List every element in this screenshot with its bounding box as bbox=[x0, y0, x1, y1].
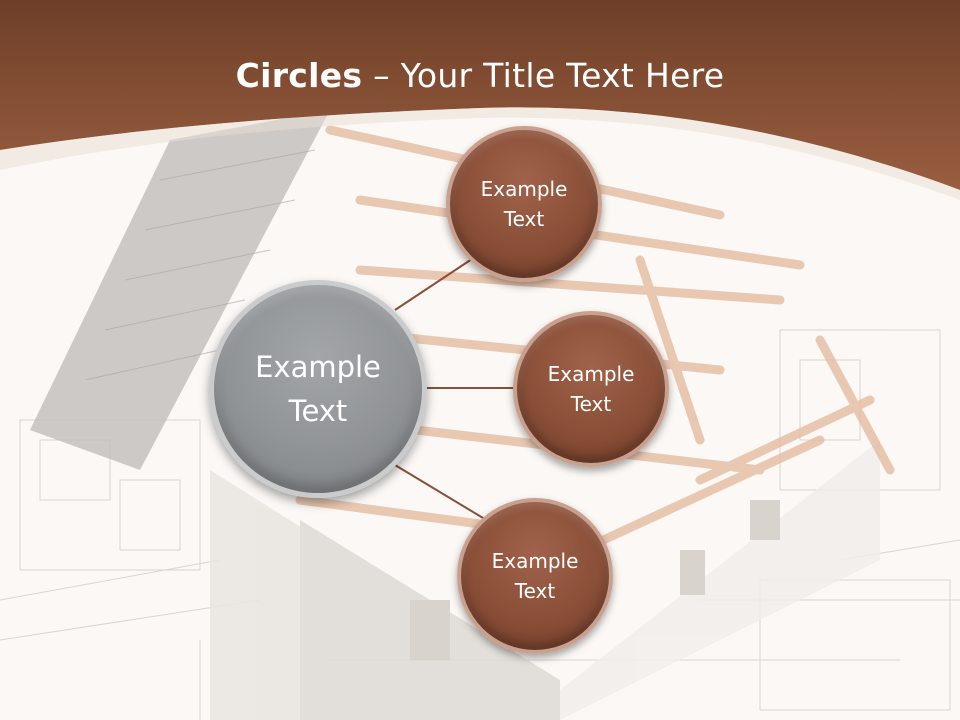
node-circle-top-label: Example Text bbox=[480, 177, 568, 231]
title-bold: Circles bbox=[235, 56, 363, 95]
node-circle-bottom-label: Example Text bbox=[491, 549, 579, 603]
node-circle-top[interactable]: Example Text bbox=[446, 126, 602, 282]
node-circle-middle-label: Example Text bbox=[547, 362, 635, 416]
slide-title: Circles – Your Title Text Here bbox=[0, 56, 960, 95]
connector-top bbox=[394, 254, 479, 311]
node-circle-middle[interactable]: Example Text bbox=[513, 311, 669, 467]
node-circle-bottom[interactable]: Example Text bbox=[457, 498, 613, 654]
title-rest: – Your Title Text Here bbox=[362, 56, 725, 95]
center-circle[interactable]: Example Text bbox=[209, 280, 427, 498]
connector-bottom bbox=[394, 464, 489, 522]
center-circle-label: Example Text bbox=[255, 350, 381, 428]
